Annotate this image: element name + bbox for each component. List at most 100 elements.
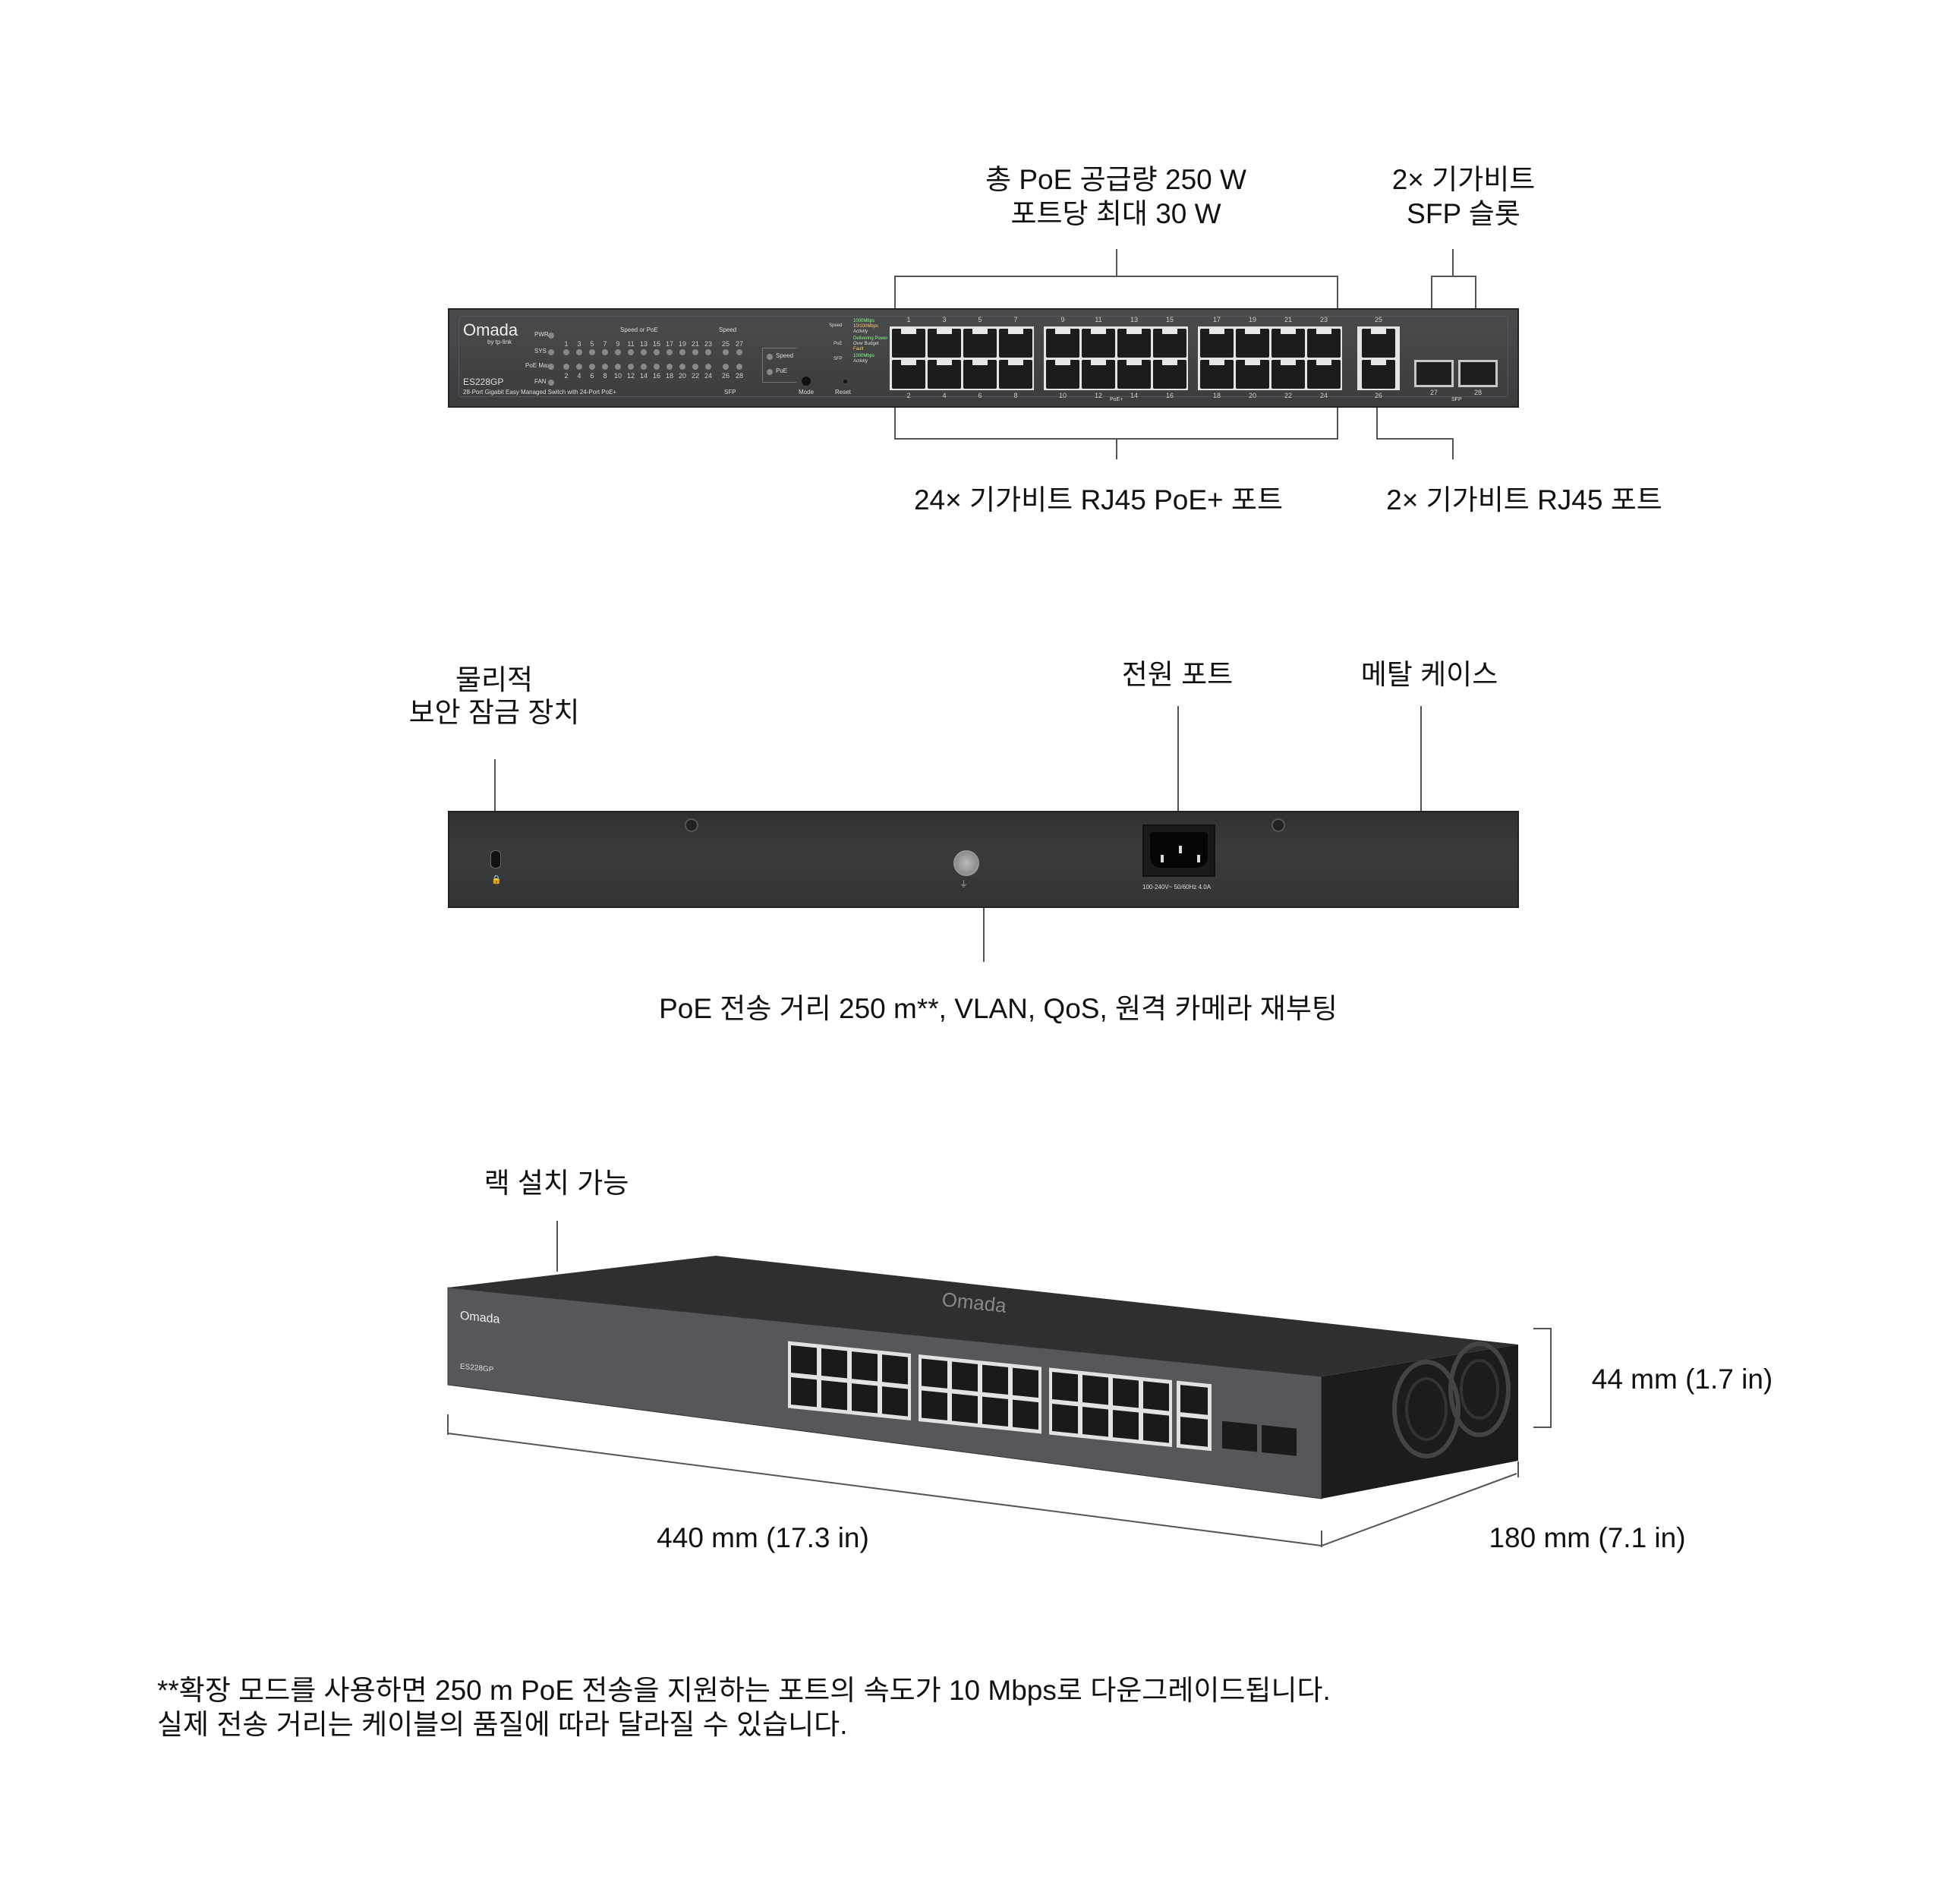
features-callout: PoE 전송 거리 250 m**, VLAN, QoS, 원격 카메라 재부팅 (659, 993, 1338, 1024)
led-port-number: 10 (613, 372, 622, 380)
rj45-port-7[interactable] (999, 329, 1032, 358)
rj45-port (952, 1393, 978, 1423)
sfp-slot-27[interactable] (1414, 360, 1454, 387)
port-number: 16 (1165, 392, 1174, 399)
port-led (679, 364, 685, 370)
led-port-number: 9 (616, 340, 620, 348)
port-number: 14 (1130, 392, 1138, 399)
rj45-port-5[interactable] (963, 329, 997, 358)
port-number: 3 (942, 316, 947, 323)
power-port[interactable] (1142, 824, 1215, 877)
port-group (788, 1341, 911, 1421)
height-label: 44 mm (1.7 in) (1591, 1364, 1773, 1395)
led-port-number: 8 (603, 372, 607, 380)
model-name: ES228GP (463, 377, 504, 387)
rj45-port (922, 1358, 947, 1389)
rack-leader-line (556, 1221, 558, 1272)
rj45-port-18[interactable] (1200, 360, 1234, 389)
switch-top-face (448, 1256, 1518, 1376)
port-led (576, 364, 582, 370)
rj45-port (1113, 1410, 1139, 1440)
rj45-port (982, 1364, 1008, 1395)
rj45-port-26 (1180, 1417, 1208, 1447)
port-led (628, 349, 634, 355)
rj45-port-26[interactable] (1362, 360, 1395, 389)
rj45-port-3[interactable] (928, 329, 961, 358)
sfp-callout-line2: SFP 슬롯 (1407, 198, 1520, 229)
rj45-port-19[interactable] (1236, 329, 1269, 358)
rj45-port (821, 1348, 847, 1379)
rj45-port (791, 1376, 817, 1408)
rj45-port-9[interactable] (1046, 329, 1079, 358)
rj45-port-21[interactable] (1271, 329, 1305, 358)
port-number: 7 (1013, 316, 1018, 323)
rj45-port (852, 1383, 878, 1414)
rj45-port-6[interactable] (963, 360, 997, 389)
rj45-port-4[interactable] (928, 360, 961, 389)
rj45-port-12[interactable] (1082, 360, 1115, 389)
rj45-port-25[interactable] (1362, 329, 1395, 358)
mode-button[interactable] (802, 377, 811, 386)
rj45-port (852, 1351, 878, 1382)
port-number: 20 (1248, 392, 1256, 399)
led-port-number: 5 (590, 340, 594, 348)
dimension-lines (447, 1328, 1552, 1547)
rj45-port (1082, 1375, 1108, 1405)
led-port-number: 12 (626, 372, 635, 380)
rj45-port-1[interactable] (892, 329, 925, 358)
rj45-port-17[interactable] (1200, 329, 1234, 358)
model-description: 28-Port Gigabit Easy Managed Switch with… (463, 389, 617, 396)
port-number: 21 (1284, 316, 1292, 323)
led-pwr (548, 333, 554, 339)
led-port-number: 26 (721, 372, 729, 380)
port-number: 9 (1060, 316, 1065, 323)
sfp-speed-label: Speed (719, 326, 737, 333)
reset-button[interactable] (843, 380, 847, 383)
mode-poe-label: PoE (776, 367, 788, 374)
port-led (615, 349, 621, 355)
switch-rear-panel: 🔒 ⏚ 100-240V~ 50/60Hz 4.0A (448, 811, 1519, 908)
rj45-port-15[interactable] (1153, 329, 1186, 358)
depth-label: 180 mm (7.1 in) (1489, 1522, 1686, 1553)
rj45-port-10[interactable] (1046, 360, 1079, 389)
power-port-callout: 전원 포트 (1121, 659, 1234, 690)
port-led (705, 364, 711, 370)
sfp-led (736, 364, 742, 370)
rj45-port-20[interactable] (1236, 360, 1269, 389)
power-leader-line (1177, 706, 1179, 811)
rj45-port-2[interactable] (892, 360, 925, 389)
port-number: 13 (1130, 316, 1138, 323)
port-number: 8 (1013, 392, 1018, 399)
switch-front-panel: Omada by tp-link ES228GP 28-Port Gigabit… (448, 308, 1519, 408)
port-led (666, 364, 673, 370)
rj45-port (1052, 1371, 1078, 1402)
port-number: 1 (906, 316, 911, 323)
sfp-led-label: SFP (724, 389, 736, 396)
mode-box (762, 348, 796, 383)
rj45-port-8[interactable] (999, 360, 1032, 389)
front-model-name: ES228GP (460, 1363, 494, 1375)
rj45-port-24[interactable] (1307, 360, 1341, 389)
port-led (641, 364, 647, 370)
rj45-port (952, 1361, 978, 1392)
rj45-port-23[interactable] (1307, 329, 1341, 358)
rj45-port-22[interactable] (1271, 360, 1305, 389)
led-label-fan: FAN (534, 378, 547, 385)
led-port-number: 25 (721, 340, 729, 348)
led-port-number: 28 (735, 372, 743, 380)
rj45-port-11[interactable] (1082, 329, 1115, 358)
footnote-line1: **확장 모드를 사용하면 250 m PoE 전송을 지원하는 포트의 속도가… (157, 1675, 1331, 1706)
rj45-port-16[interactable] (1153, 360, 1186, 389)
mode-poe-led (767, 369, 773, 375)
front-brand-logo: Omada (460, 1309, 500, 1326)
rj45-port-14[interactable] (1117, 360, 1151, 389)
port-number: 2 (906, 392, 911, 399)
led-port-number: 3 (577, 340, 581, 348)
rj45-port-13[interactable] (1117, 329, 1151, 358)
lock-icon: 🔒 (491, 875, 502, 884)
sfp-slot-28[interactable] (1458, 360, 1498, 387)
fan-icon (1405, 1377, 1448, 1441)
sfp-led (723, 364, 729, 370)
led-port-number: 20 (678, 372, 686, 380)
rj45-port (1113, 1378, 1139, 1408)
